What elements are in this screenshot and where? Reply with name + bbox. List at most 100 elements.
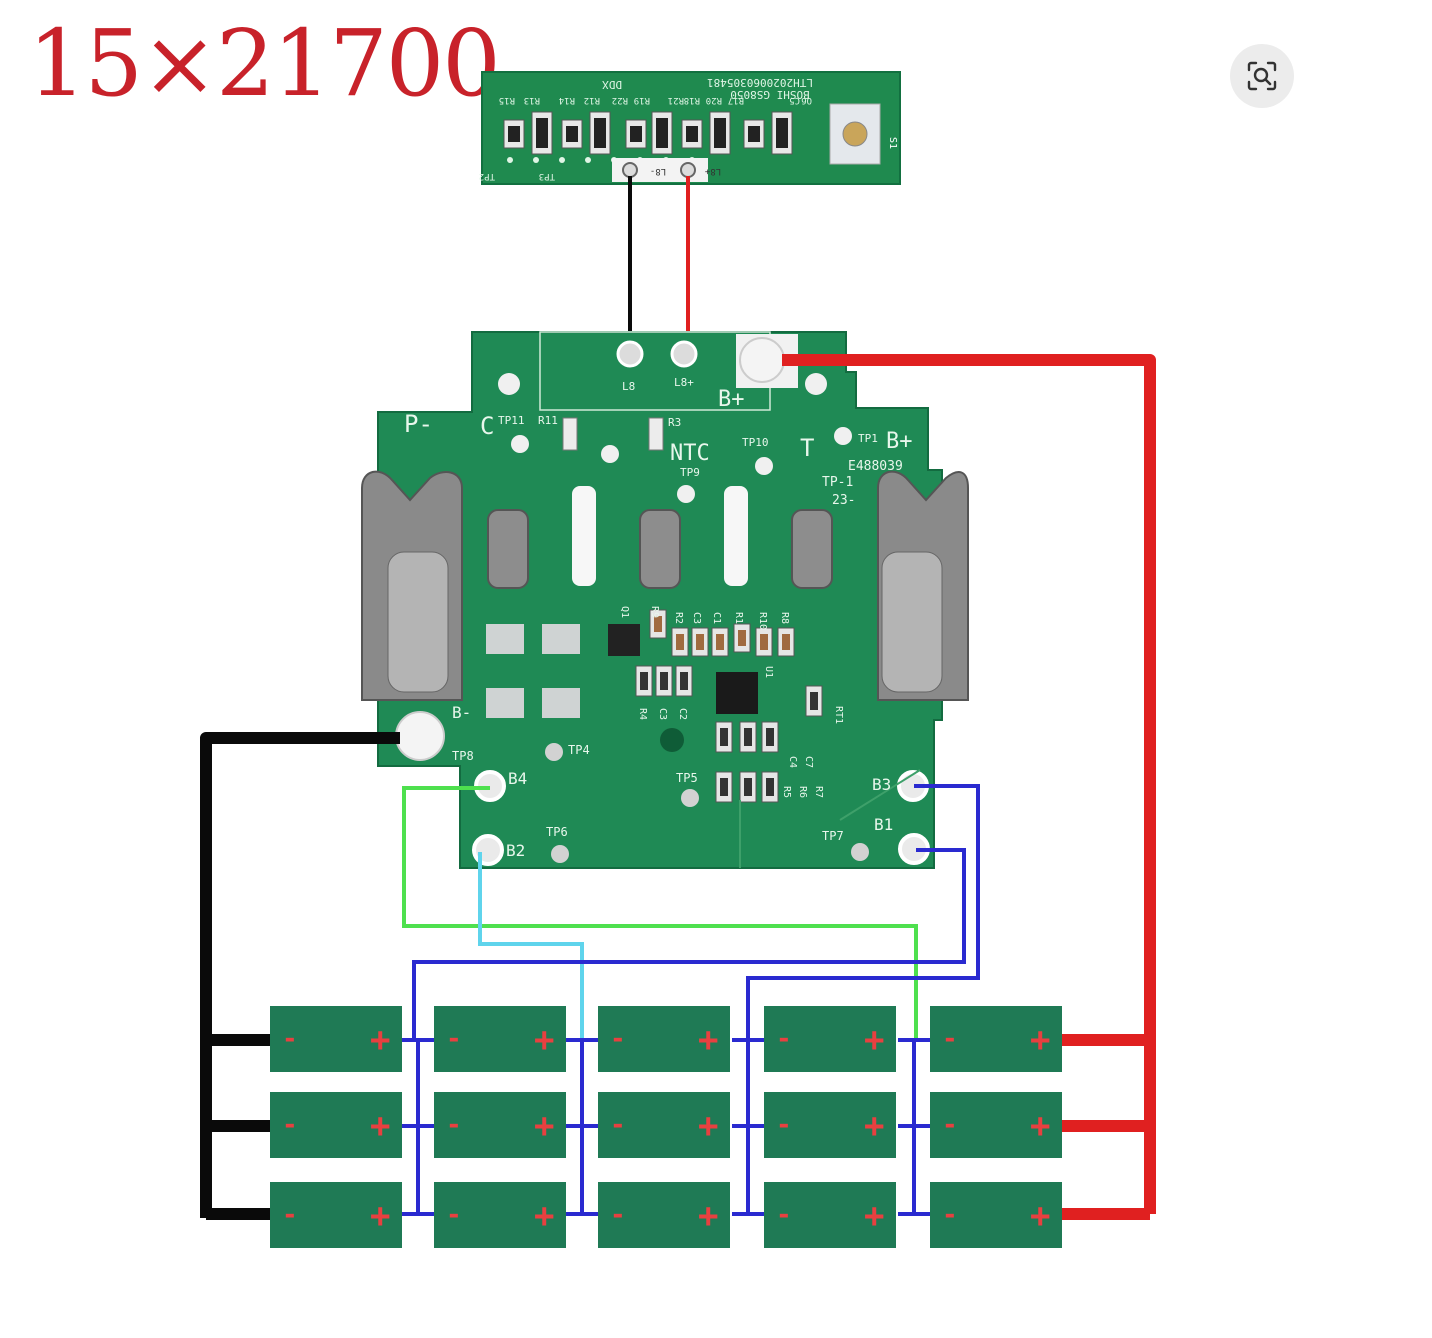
board-tp-1-label: TP-1 [822,475,853,490]
led-board-smd-body [776,118,788,148]
battery-cell: -+ [598,1092,730,1158]
bms-component-label: R8 [779,612,790,624]
led-board-part-label: R20 [706,95,722,105]
pad-b-minus-label: B- [452,703,471,722]
led-board-smd-body [508,126,520,142]
board-pad-l8plus-label: L8+ [674,376,694,389]
led-board-part-label: R19 [634,95,650,105]
board-cert-label: E488039 [848,459,903,474]
board-tp11-label: TP11 [498,414,525,427]
led-board-via [507,157,513,163]
bms-component-label: R6 [797,786,808,798]
board-t-label: T [800,434,814,462]
battery-cell-body [270,1092,402,1158]
led-board-via [689,157,695,163]
battery-terminals [361,470,969,701]
bms-smd-body [654,616,662,632]
battery-cell: -+ [270,1182,402,1248]
bms-smd-body [640,672,648,690]
led-pad-plus-label: L8+ [704,166,721,176]
bms-smd-body [660,672,668,690]
led-board-tp2-label: TP2 [479,171,495,181]
bms-smd-body [744,728,752,746]
led-board-part-label: C5 [789,95,800,105]
bms-component-label: U1 [763,666,774,678]
cell-minus-label: - [282,1024,298,1054]
led-board-smd-part [771,111,793,155]
bms-smd-body [760,634,768,650]
led-board-smd-body [630,126,642,142]
battery-cell: -+ [598,1006,730,1072]
bms-smd-part [715,721,733,753]
led-board-header-3: DDX [602,78,622,91]
led-board-smd-body [566,126,578,142]
battery-cell-body [764,1182,896,1248]
bms-smd-part [739,771,757,803]
bms-smd-part [755,627,773,657]
battery-cell: -+ [764,1092,896,1158]
cell-plus-label: + [864,1106,884,1146]
bms-component-label: R4 [637,708,648,720]
cell-minus-label: - [282,1110,298,1140]
cell-plus-label: + [534,1020,554,1060]
b2-balance-wire [478,852,584,1040]
bms-component-label: R5 [781,786,792,798]
battery-cell: -+ [434,1006,566,1072]
led-board-via [637,157,643,163]
bms-smd-part [761,721,779,753]
battery-cell-body [434,1006,566,1072]
cell-plus-label: + [698,1106,718,1146]
led-board-smd-part [589,111,611,155]
cell-plus-label: + [534,1106,554,1146]
cell-minus-label: - [942,1024,958,1054]
bms-smd-part [649,609,667,639]
battery-cell-body [930,1092,1062,1158]
cell-minus-label: - [776,1024,792,1054]
battery-cell: -+ [930,1092,1062,1158]
led-board-header-1: LTH2020060305481 [707,76,813,89]
battery-cell-body [434,1182,566,1248]
bms-component-label: R7 [813,786,824,798]
led-board-smd-part [743,119,765,149]
bms-smd-part [733,623,751,653]
battery-cell-body [930,1006,1062,1072]
board-tp10-label: TP10 [742,436,769,449]
pad-b1-label: B1 [874,815,893,834]
battery-cell-body [598,1006,730,1072]
cell-plus-label: + [698,1196,718,1236]
battery-cell: -+ [270,1092,402,1158]
led-board-via [533,157,539,163]
battery-cell: -+ [434,1182,566,1248]
bms-smd-body [766,778,774,796]
battery-cell-body [764,1006,896,1072]
bms-smd-body [720,778,728,796]
led-board-part-label: R22 [612,95,628,105]
led-board-part-label: R14 [559,95,575,105]
battery-cell: -+ [598,1182,730,1248]
led-board-smd-body [594,118,606,148]
board-tp9-label: TP9 [680,466,700,479]
cell-plus-label: + [1030,1196,1050,1236]
cell-minus-label: - [942,1200,958,1230]
bms-smd-body [766,728,774,746]
bms-component-label: RT1 [833,706,844,724]
battery-cell-body [270,1182,402,1248]
led-board-part-label: R21 [668,95,684,105]
led-board-via [611,157,617,163]
visual-search-icon [1247,61,1277,91]
cell-plus-label: + [370,1020,390,1060]
cell-plus-label: + [534,1196,554,1236]
visual-search-button[interactable] [1230,44,1294,108]
cell-minus-label: - [776,1200,792,1230]
bms-smd-body [696,634,704,650]
bms-component-label: R10 [757,612,768,630]
led-board-smd-part [651,111,673,155]
led-pad-minus-label: L8- [650,166,666,176]
led-board-smd-part [503,119,525,149]
b1-balance-wire [412,848,966,1040]
led-board-smd-body [748,126,760,142]
pad-b3-label: B3 [872,775,891,794]
bms-component-label: R2 [673,612,684,624]
